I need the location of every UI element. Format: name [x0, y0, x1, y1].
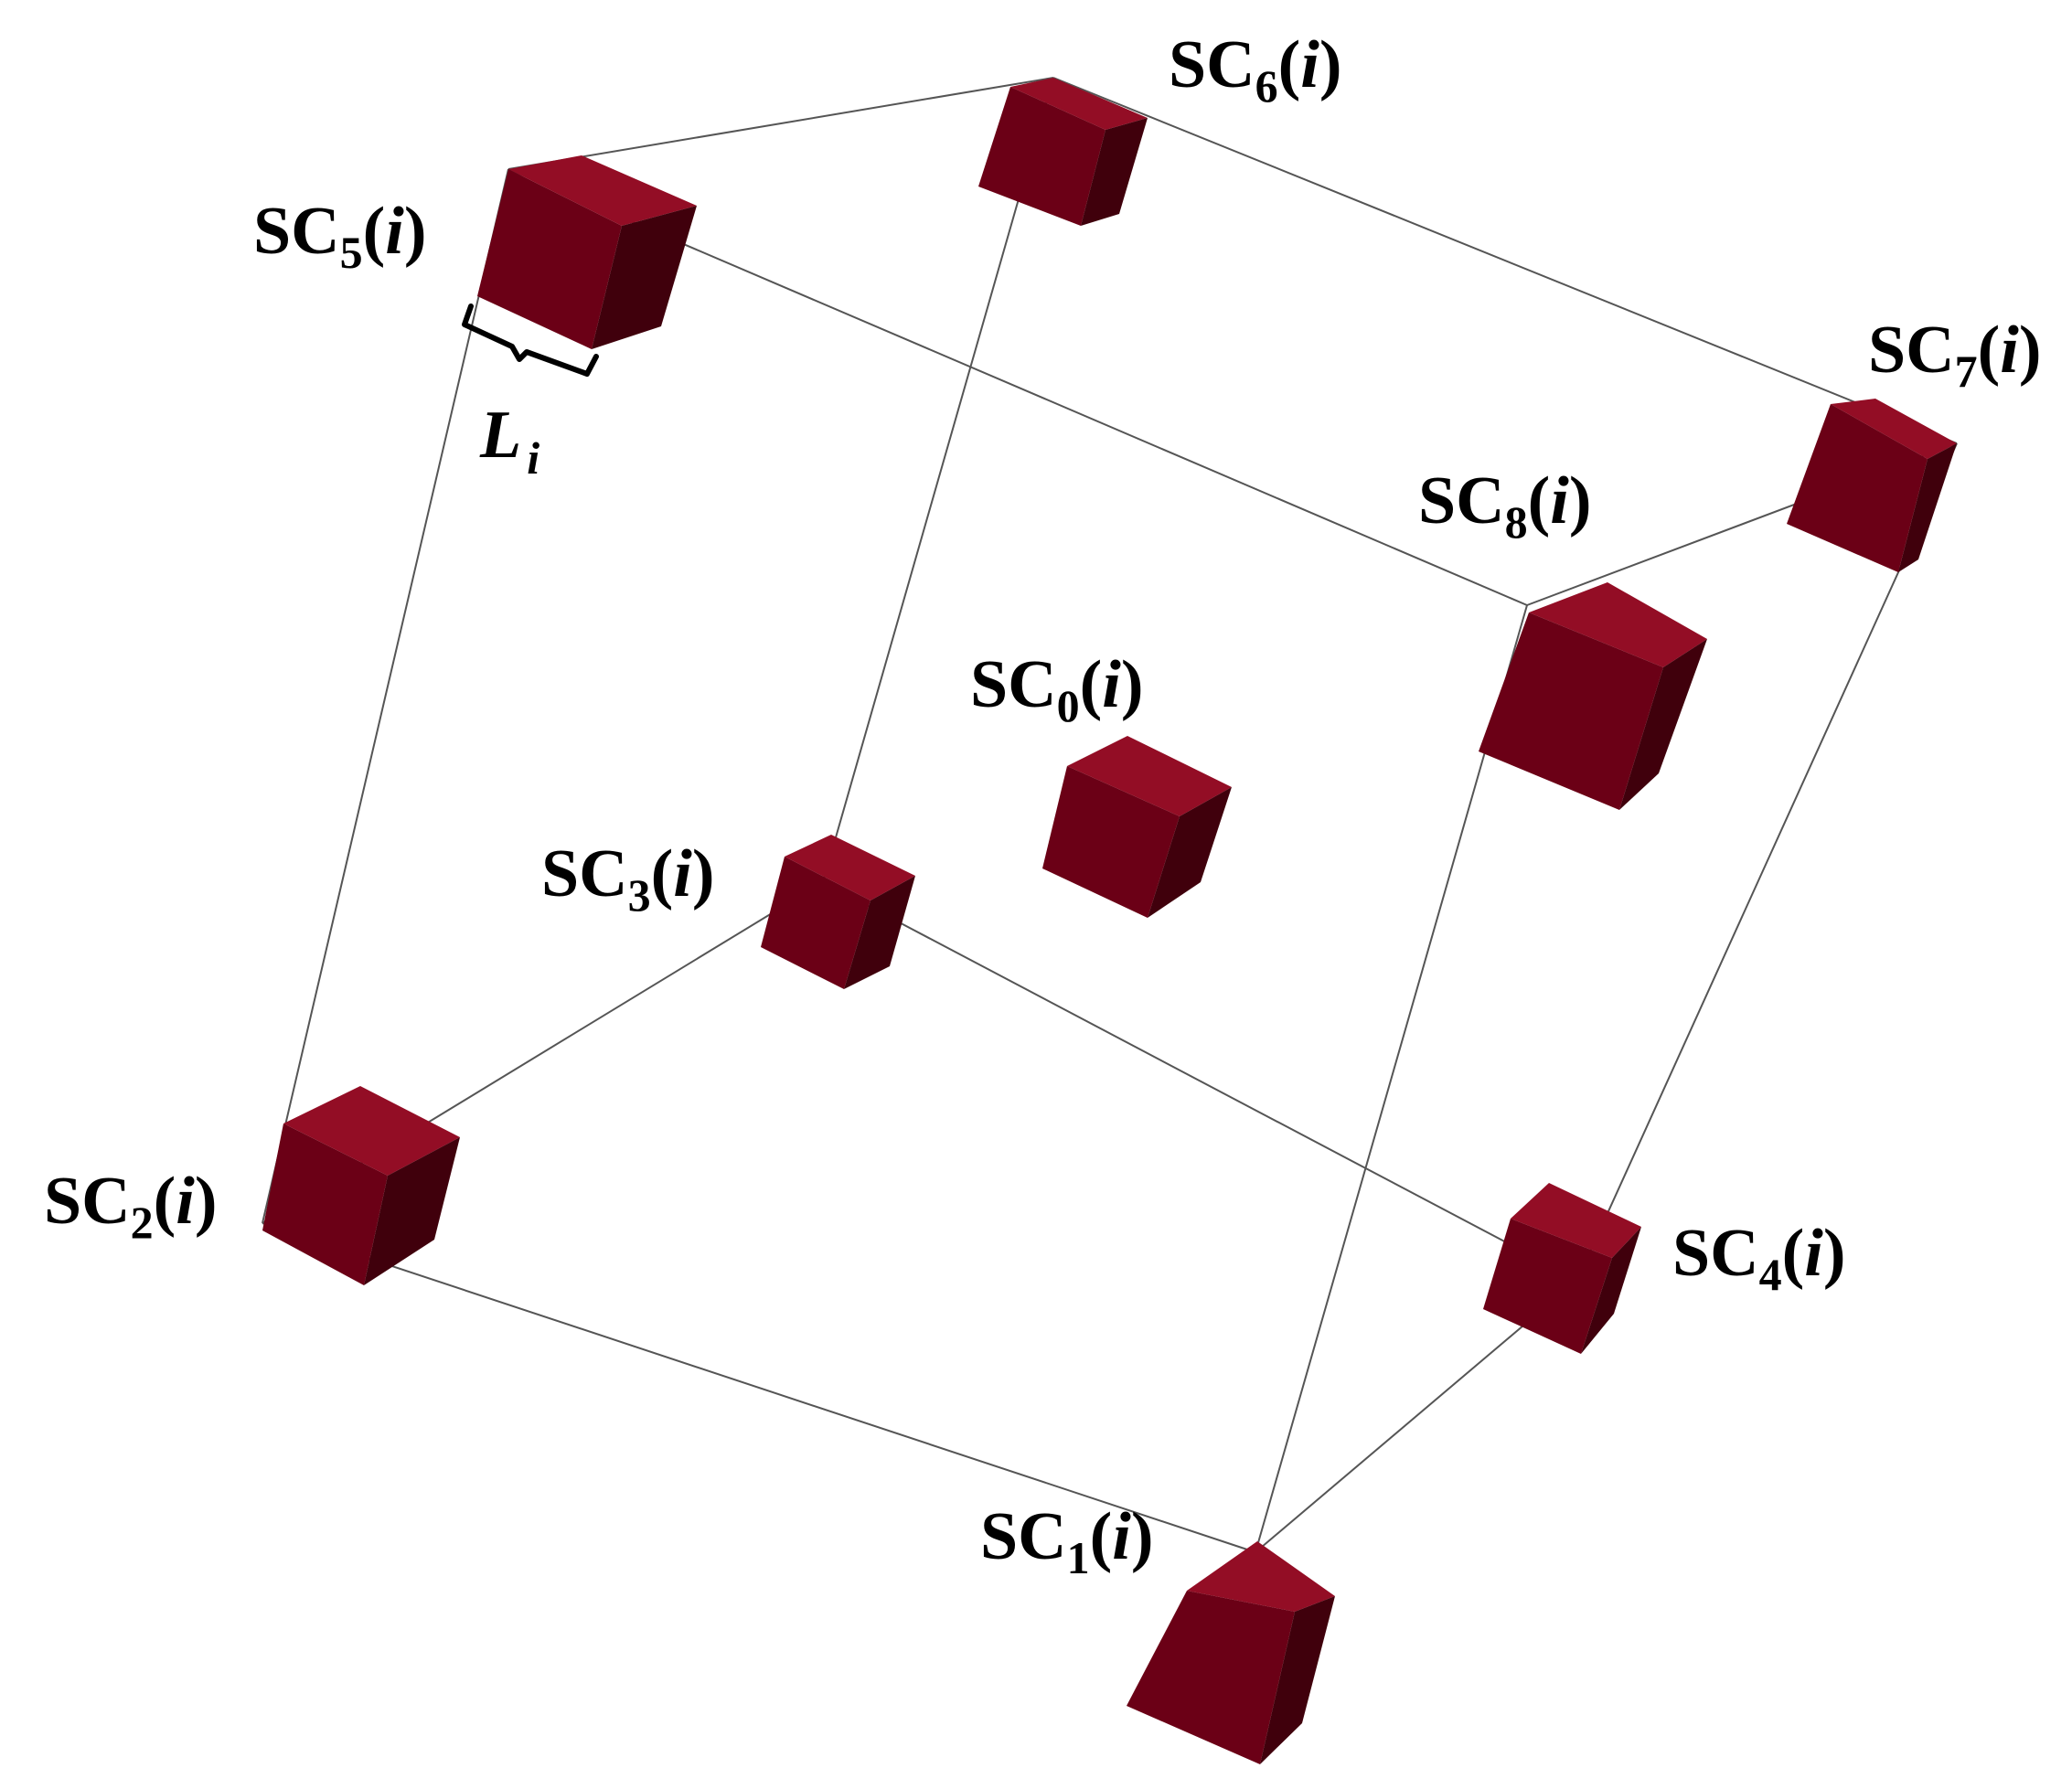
sub-cube-sc5	[477, 155, 697, 349]
sub-cube-sc6	[978, 78, 1148, 226]
label-sc6: SC6(i)	[1169, 27, 1341, 112]
sub-cube-sc0	[1042, 736, 1232, 918]
label-sc4: SC4(i)	[1672, 1216, 1845, 1300]
label-sc8: SC8(i)	[1418, 463, 1591, 548]
label-sc7: SC7(i)	[1868, 313, 2041, 397]
label-sc3: SC3(i)	[541, 836, 714, 921]
sub-cube-sc4	[1483, 1183, 1641, 1354]
dimension-brace	[462, 304, 599, 377]
edge-8-1	[1255, 604, 1528, 1553]
label-sc1: SC1(i)	[980, 1499, 1153, 1583]
edge-7-4	[1576, 442, 1958, 1281]
label-sc0: SC0(i)	[970, 647, 1143, 731]
sub-cube-sc2	[262, 1086, 460, 1285]
edge-6-7	[1052, 77, 1958, 444]
sub-cube-sc7	[1787, 399, 1957, 572]
sub-cube-sc1	[1127, 1541, 1335, 1764]
edge-5-6	[507, 77, 1054, 170]
edge-3-4	[822, 881, 1578, 1281]
edge-5-2	[262, 168, 509, 1224]
edge-6-3	[822, 77, 1054, 883]
label-sc5: SC5(i)	[253, 194, 426, 278]
edge-2-1	[262, 1222, 1256, 1553]
label-sc2: SC2(i)	[44, 1164, 217, 1248]
sub-cube-sc3	[761, 835, 915, 989]
sub-cube-sc8	[1479, 582, 1707, 810]
